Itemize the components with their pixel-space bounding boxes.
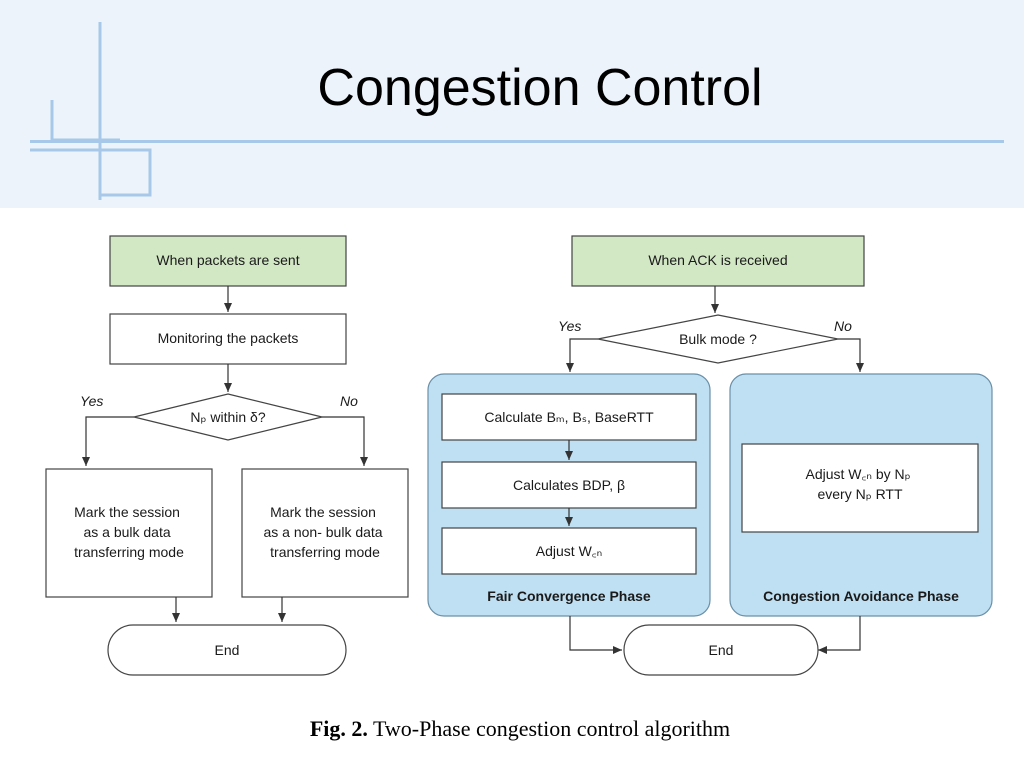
slide-header — [0, 0, 1024, 208]
end-terminal-left — [107, 624, 347, 676]
connector-avoid-to-end — [818, 616, 861, 654]
start-label-ack-received: When ACK is received — [648, 252, 787, 268]
end-label-left: End — [215, 642, 240, 658]
yes-label-left: Yes — [80, 393, 103, 409]
decision-label-np-within: Nₚ within δ? — [190, 409, 265, 425]
nonbulk-box-line: Mark the session — [270, 504, 376, 520]
avoid-step-line: every Nₚ RTT — [817, 486, 903, 502]
fair-convergence-title: Fair Convergence Phase — [487, 588, 651, 604]
calc-bdp-box — [441, 461, 697, 509]
calc-bdp-label: Calculates BDP, β — [513, 477, 625, 493]
nonbulk-box-line: as a non- bulk data — [264, 524, 383, 540]
no-label-left: No — [340, 393, 358, 409]
connector-yes-right — [566, 338, 598, 372]
bulk-box-line: Mark the session — [74, 504, 180, 520]
connector-fair-to-end — [569, 616, 622, 654]
start-box-packets-sent — [109, 235, 347, 287]
nonbulk-box-line: transferring mode — [270, 544, 380, 560]
title-divider — [30, 140, 1004, 143]
connector-yes-left — [82, 416, 134, 466]
nonbulk-mode-box — [241, 468, 409, 598]
yes-label-right: Yes — [558, 318, 581, 334]
flowchart-figure: When packets are sent Monitoring the pac… — [40, 230, 1000, 688]
connector-no-left — [322, 416, 368, 466]
adjust-wcn-by-np-box — [741, 443, 979, 533]
decision-label-bulk-mode: Bulk mode ? — [679, 331, 757, 347]
congestion-avoidance-title: Congestion Avoidance Phase — [763, 588, 959, 604]
figure-caption-text: Two-Phase congestion control algorithm — [373, 716, 731, 741]
end-label-right: End — [709, 642, 734, 658]
adjust-wcn-box — [441, 527, 697, 575]
svg-text:Mark the session as a non-: Mark the session as a non- bulk data tra… — [264, 504, 387, 560]
bulk-box-line: transferring mode — [74, 544, 184, 560]
slide-title: Congestion Control — [317, 59, 763, 117]
svg-text:Adjust W꜀ₙ by Nₚ every Nₚ: Adjust W꜀ₙ by Nₚ every Nₚ RTT — [806, 466, 915, 502]
connector-no-right — [838, 338, 864, 372]
calc-bm-bs-box — [441, 393, 697, 441]
decision-diamond-np-within — [133, 393, 323, 441]
decision-diamond-bulk-mode — [597, 314, 839, 364]
start-label-packets-sent: When packets are sent — [156, 252, 299, 268]
calc-bm-bs-label: Calculate Bₘ, Bₛ, BaseRTT — [484, 409, 654, 425]
monitor-box — [109, 313, 347, 365]
no-label-right: No — [834, 318, 852, 334]
adjust-wcn-label: Adjust W꜀ₙ — [536, 543, 602, 559]
monitor-label: Monitoring the packets — [158, 330, 299, 346]
bulk-box-line: as a bulk data — [83, 524, 170, 540]
end-terminal-right — [623, 624, 819, 676]
bulk-mode-box — [45, 468, 213, 598]
figure-caption: Fig. 2. Two-Phase congestion control alg… — [0, 716, 1024, 742]
avoid-step-line: Adjust W꜀ₙ by Nₚ — [806, 466, 911, 482]
figure-caption-label: Fig. 2. — [309, 716, 368, 741]
start-box-ack-received — [571, 235, 865, 287]
svg-text:Mark the session as a bulk: Mark the session as a bulk data transfer… — [74, 504, 184, 560]
